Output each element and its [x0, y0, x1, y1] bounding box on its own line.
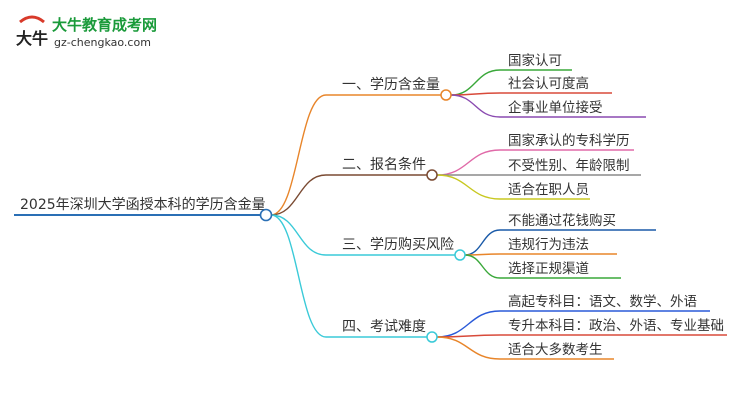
- branch-node-circle-2[interactable]: [426, 169, 438, 181]
- child-link-2-3: [436, 174, 501, 200]
- branch-link-4: [270, 214, 327, 338]
- branch-label-4: 四、考试难度: [342, 319, 426, 335]
- logo-glyph: 大牛: [16, 29, 48, 48]
- child-label-2-3: 适合在职人员: [508, 182, 589, 198]
- branch-label-2: 二、报名条件: [342, 156, 426, 173]
- ox-logo-icon: 大牛: [16, 15, 48, 48]
- mindmap-nodes: 2025年深圳大学函授本科的学历含金量 一、学历含金量 国家认可社会认可度高企事业单…: [20, 52, 724, 358]
- child-link-1-3: [450, 94, 501, 118]
- child-label-3-2: 违规行为违法: [508, 237, 589, 253]
- branch-label-3: 三、学历购买风险: [342, 237, 454, 253]
- root-topic: 2025年深圳大学函授本科的学历含金量: [20, 197, 266, 213]
- child-label-4-3: 适合大多数考生: [508, 341, 603, 358]
- child-label-4-2: 专升本科目：政治、外语、专业基础: [508, 317, 724, 334]
- child-label-1-3: 企事业单位接受: [508, 99, 603, 116]
- logo-title: 大牛教育成考网: [52, 16, 158, 34]
- child-link-3-3: [464, 254, 501, 279]
- child-label-2-2: 不受性别、年龄限制: [508, 158, 630, 174]
- branch-node-circle-3[interactable]: [454, 249, 466, 261]
- branch-node-circle-1[interactable]: [440, 89, 452, 101]
- child-label-1-1: 国家认可: [508, 52, 562, 69]
- root-node-circle[interactable]: [259, 208, 273, 222]
- child-link-3-1: [464, 229, 501, 256]
- child-link-1-1: [450, 69, 501, 96]
- branch-label-1: 一、学历含金量: [342, 77, 440, 93]
- child-label-2-1: 国家承认的专科学历: [508, 132, 630, 149]
- child-link-2-1: [436, 149, 501, 176]
- child-link-4-1: [436, 310, 501, 338]
- branch-link-3: [270, 214, 327, 256]
- child-label-4-1: 高起专科目：语文、数学、外语: [508, 293, 697, 310]
- site-logo[interactable]: 大牛 大牛教育成考网 gz-chengkao.com: [14, 14, 164, 54]
- child-link-4-3: [436, 336, 501, 360]
- logo-url: gz-chengkao.com: [54, 36, 151, 49]
- branch-link-2: [270, 174, 327, 216]
- child-label-3-1: 不能通过花钱购买: [508, 213, 616, 229]
- child-label-3-3: 选择正规渠道: [508, 261, 589, 277]
- child-label-1-2: 社会认可度高: [508, 75, 589, 92]
- mindmap-links: [14, 69, 727, 360]
- branch-link-1: [270, 94, 327, 216]
- branch-node-circle-4[interactable]: [426, 331, 438, 343]
